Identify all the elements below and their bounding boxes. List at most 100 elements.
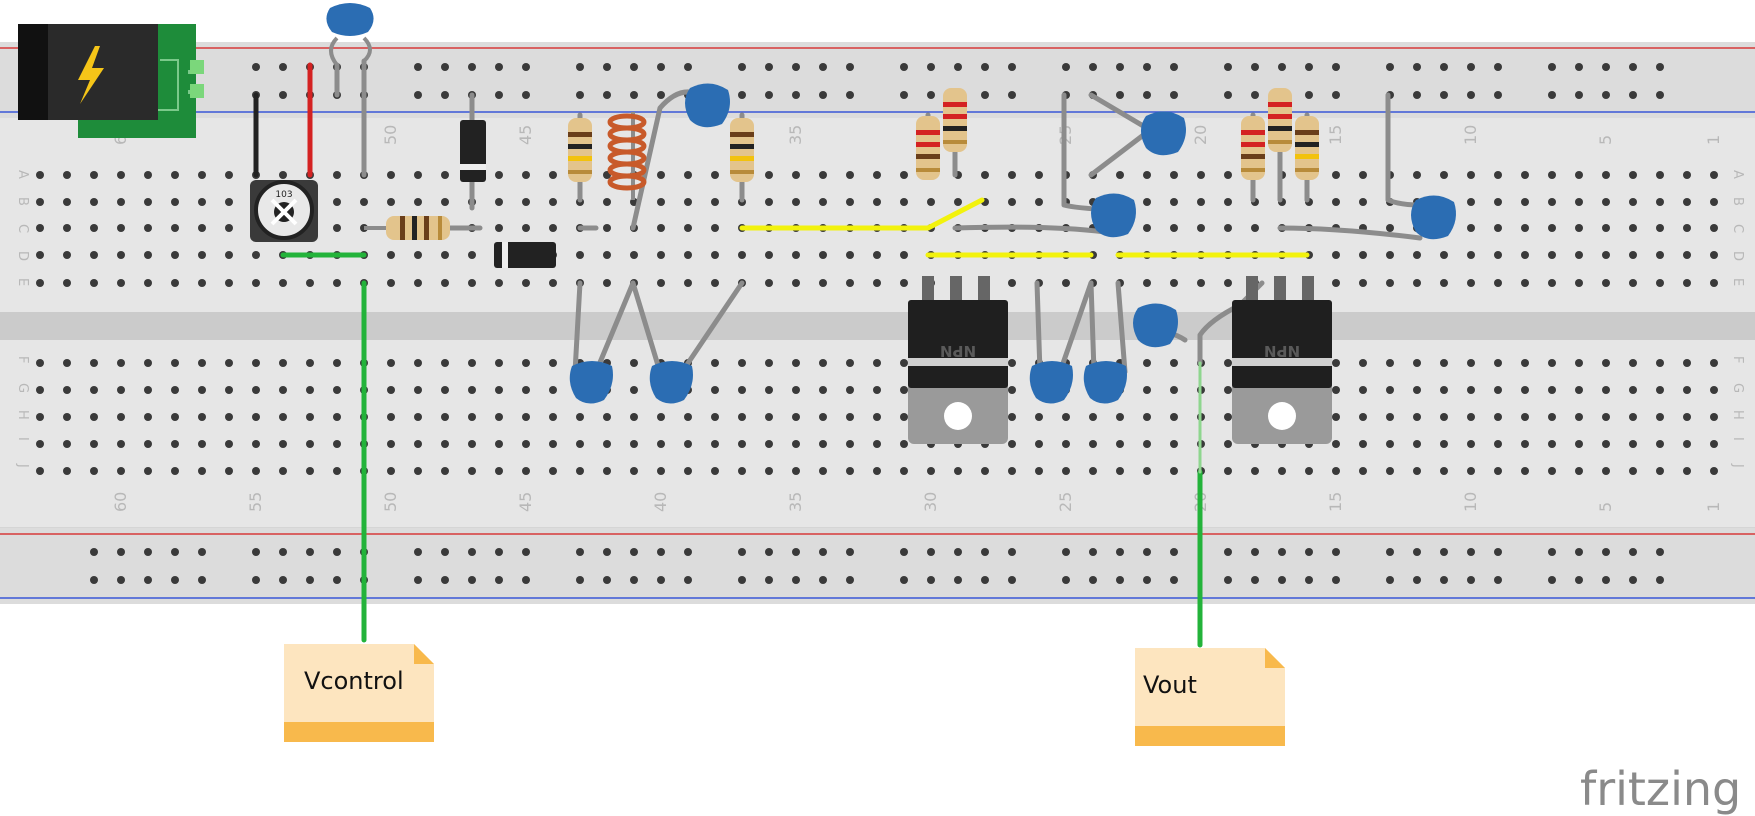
breadboard-hole (495, 198, 503, 206)
breadboard-hole (1143, 440, 1151, 448)
breadboard-hole (468, 251, 476, 259)
breadboard-hole (1494, 224, 1502, 232)
resistor[interactable] (943, 88, 967, 152)
capacitor[interactable] (1091, 193, 1136, 238)
breadboard-hole (1008, 386, 1016, 394)
breadboard-hole (306, 413, 314, 421)
capacitor[interactable] (1083, 361, 1127, 404)
breadboard-hole (306, 576, 314, 584)
resistor[interactable] (1295, 116, 1319, 180)
breadboard-hole (144, 413, 152, 421)
breadboard-hole (765, 251, 773, 259)
breadboard-hole (1035, 467, 1043, 475)
breadboard-hole (1089, 440, 1097, 448)
breadboard-hole (1710, 359, 1718, 367)
breadboard-hole (252, 467, 260, 475)
diode-horizontal[interactable] (494, 242, 556, 268)
col-num: 50 (381, 492, 400, 512)
resistor-horizontal[interactable] (364, 216, 472, 240)
breadboard-hole (954, 198, 962, 206)
col-num: 40 (651, 492, 670, 512)
lead (1088, 92, 1153, 133)
breadboard-hole (711, 359, 719, 367)
capacitor[interactable] (1141, 111, 1186, 156)
breadboard-hole (225, 467, 233, 475)
capacitor[interactable] (1029, 361, 1073, 404)
resistor-band (916, 168, 940, 172)
breadboard-hole (1170, 576, 1178, 584)
capacitor[interactable] (1133, 303, 1178, 348)
breadboard-hole (1467, 224, 1475, 232)
npn-transistor-1[interactable]: NPN (908, 276, 1008, 444)
breadboard-hole (1521, 386, 1529, 394)
resistor-band (916, 154, 940, 159)
breadboard-hole (90, 576, 98, 584)
resistor[interactable] (1241, 116, 1265, 180)
breadboard-hole (684, 63, 692, 71)
capacitor-top[interactable] (326, 3, 374, 67)
breadboard-hole (144, 171, 152, 179)
power-jack[interactable] (18, 24, 204, 138)
capacitor[interactable] (649, 361, 693, 404)
resistor[interactable] (568, 118, 592, 182)
breadboard-hole (900, 440, 908, 448)
breadboard-hole (1467, 91, 1475, 99)
breadboard-hole (279, 548, 287, 556)
col-num: 5 (1596, 135, 1615, 145)
breadboard-hole (1548, 548, 1556, 556)
breadboard-hole (1440, 413, 1448, 421)
breadboard-hole (900, 63, 908, 71)
npn-transistor-2[interactable]: NPN (1232, 276, 1332, 444)
breadboard-hole (225, 359, 233, 367)
breadboard-hole (1197, 279, 1205, 287)
resistor[interactable] (916, 116, 940, 180)
breadboard-hole (1008, 279, 1016, 287)
resistor[interactable] (730, 118, 754, 182)
capacitor[interactable] (1411, 195, 1456, 240)
breadboard-hole (1494, 548, 1502, 556)
breadboard-hole (1467, 359, 1475, 367)
capacitor[interactable] (685, 83, 730, 128)
resistor[interactable] (1268, 88, 1292, 152)
net-label-vcontrol[interactable]: Vcontrol (284, 644, 434, 742)
breadboard-hole (468, 413, 476, 421)
breadboard-hole (1224, 576, 1232, 584)
transistor-leg (950, 276, 962, 302)
potentiometer[interactable]: 103 (250, 180, 318, 242)
breadboard-hole (36, 279, 44, 287)
breadboard-hole (1656, 198, 1664, 206)
breadboard-hole (198, 576, 206, 584)
breadboard-hole (441, 413, 449, 421)
breadboard-hole (117, 440, 125, 448)
resistor-band (916, 130, 940, 135)
breadboard-hole (1710, 440, 1718, 448)
breadboard-hole (1413, 279, 1421, 287)
breadboard-hole (765, 171, 773, 179)
breadboard-hole (576, 467, 584, 475)
breadboard-hole (1683, 198, 1691, 206)
col-num: 30 (921, 492, 940, 512)
breadboard-hole (603, 91, 611, 99)
breadboard-hole (522, 548, 530, 556)
diode-vertical[interactable] (460, 120, 486, 182)
breadboard-hole (1116, 548, 1124, 556)
breadboard-hole (522, 63, 530, 71)
lead (1115, 280, 1128, 375)
inductor-coil[interactable] (607, 112, 647, 200)
breadboard-hole (1332, 467, 1340, 475)
breadboard-hole (1602, 359, 1610, 367)
breadboard-hole (549, 171, 557, 179)
breadboard-hole (846, 171, 854, 179)
net-label-vout[interactable]: Vout (1135, 648, 1285, 746)
breadboard-hole (1332, 548, 1340, 556)
breadboard-hole (306, 440, 314, 448)
breadboard-hole (90, 413, 98, 421)
breadboard-hole (1386, 279, 1394, 287)
breadboard-hole (657, 224, 665, 232)
breadboard-hole (1656, 548, 1664, 556)
breadboard-hole (1413, 548, 1421, 556)
breadboard-hole (1332, 359, 1340, 367)
breadboard-hole (198, 359, 206, 367)
capacitor[interactable] (569, 361, 613, 404)
breadboard-hole (1629, 576, 1637, 584)
